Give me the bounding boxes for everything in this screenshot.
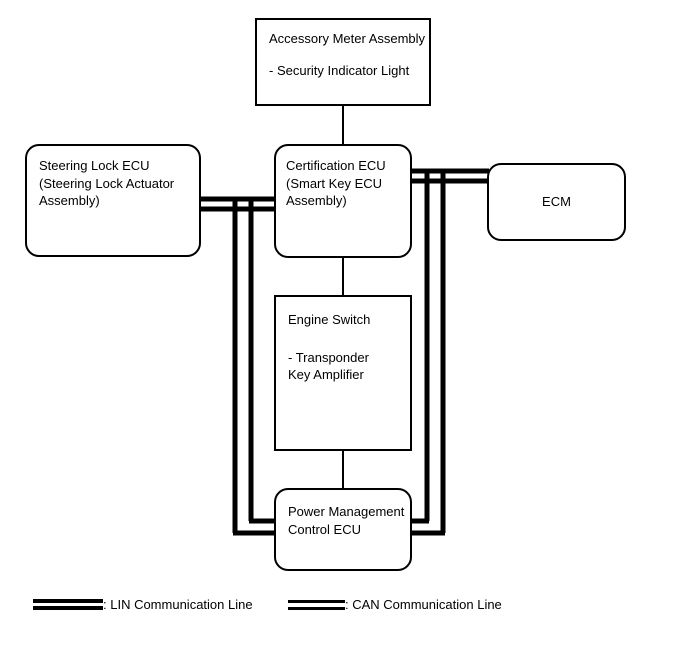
steering-lock-ecu-box: Steering Lock ECU (Steering Lock Actuato… [25,144,201,257]
certification-ecu-box: Certification ECU (Smart Key ECU Assembl… [274,144,412,258]
can-communication-line [410,168,489,536]
power-management-title-line1: Power Management [288,504,405,519]
lin-line-swatch [33,599,103,610]
can-legend-label: : CAN Communication Line [345,597,502,612]
certification-ecu-subtitle: (Smart Key ECU Assembly) [286,175,383,209]
steering-lock-ecu-subtitle: (Steering Lock Actuator Assembly) [39,175,175,209]
lin-communication-line [201,196,276,536]
legend-lin: : LIN Communication Line [33,597,253,612]
engine-switch-box: Engine Switch - Transponder Key Amplifie… [274,295,412,451]
ecm-label: ECM [542,194,571,210]
transponder-key-amplifier-label-line1: - Transponder [288,349,369,365]
certification-ecu-title: Certification ECU [286,158,386,173]
security-indicator-light-label: - Security Indicator Light [269,62,410,78]
ecm-box: ECM [487,163,626,241]
engine-switch-title: Engine Switch [288,312,371,327]
power-management-control-ecu-box: Power Management Control ECU [274,488,412,571]
lin-legend-label: : LIN Communication Line [103,597,253,612]
transponder-key-amplifier-label-line2: Key Amplifier [288,367,364,383]
accessory-meter-title: Accessory Meter Assembly [269,31,426,46]
legend-can: : CAN Communication Line [288,597,502,612]
can-line-swatch [288,599,345,610]
power-management-title-line2: Control ECU [288,521,361,537]
steering-lock-ecu-title: Steering Lock ECU [39,158,150,173]
accessory-meter-assembly-box: Accessory Meter Assembly - Security Indi… [255,18,431,106]
